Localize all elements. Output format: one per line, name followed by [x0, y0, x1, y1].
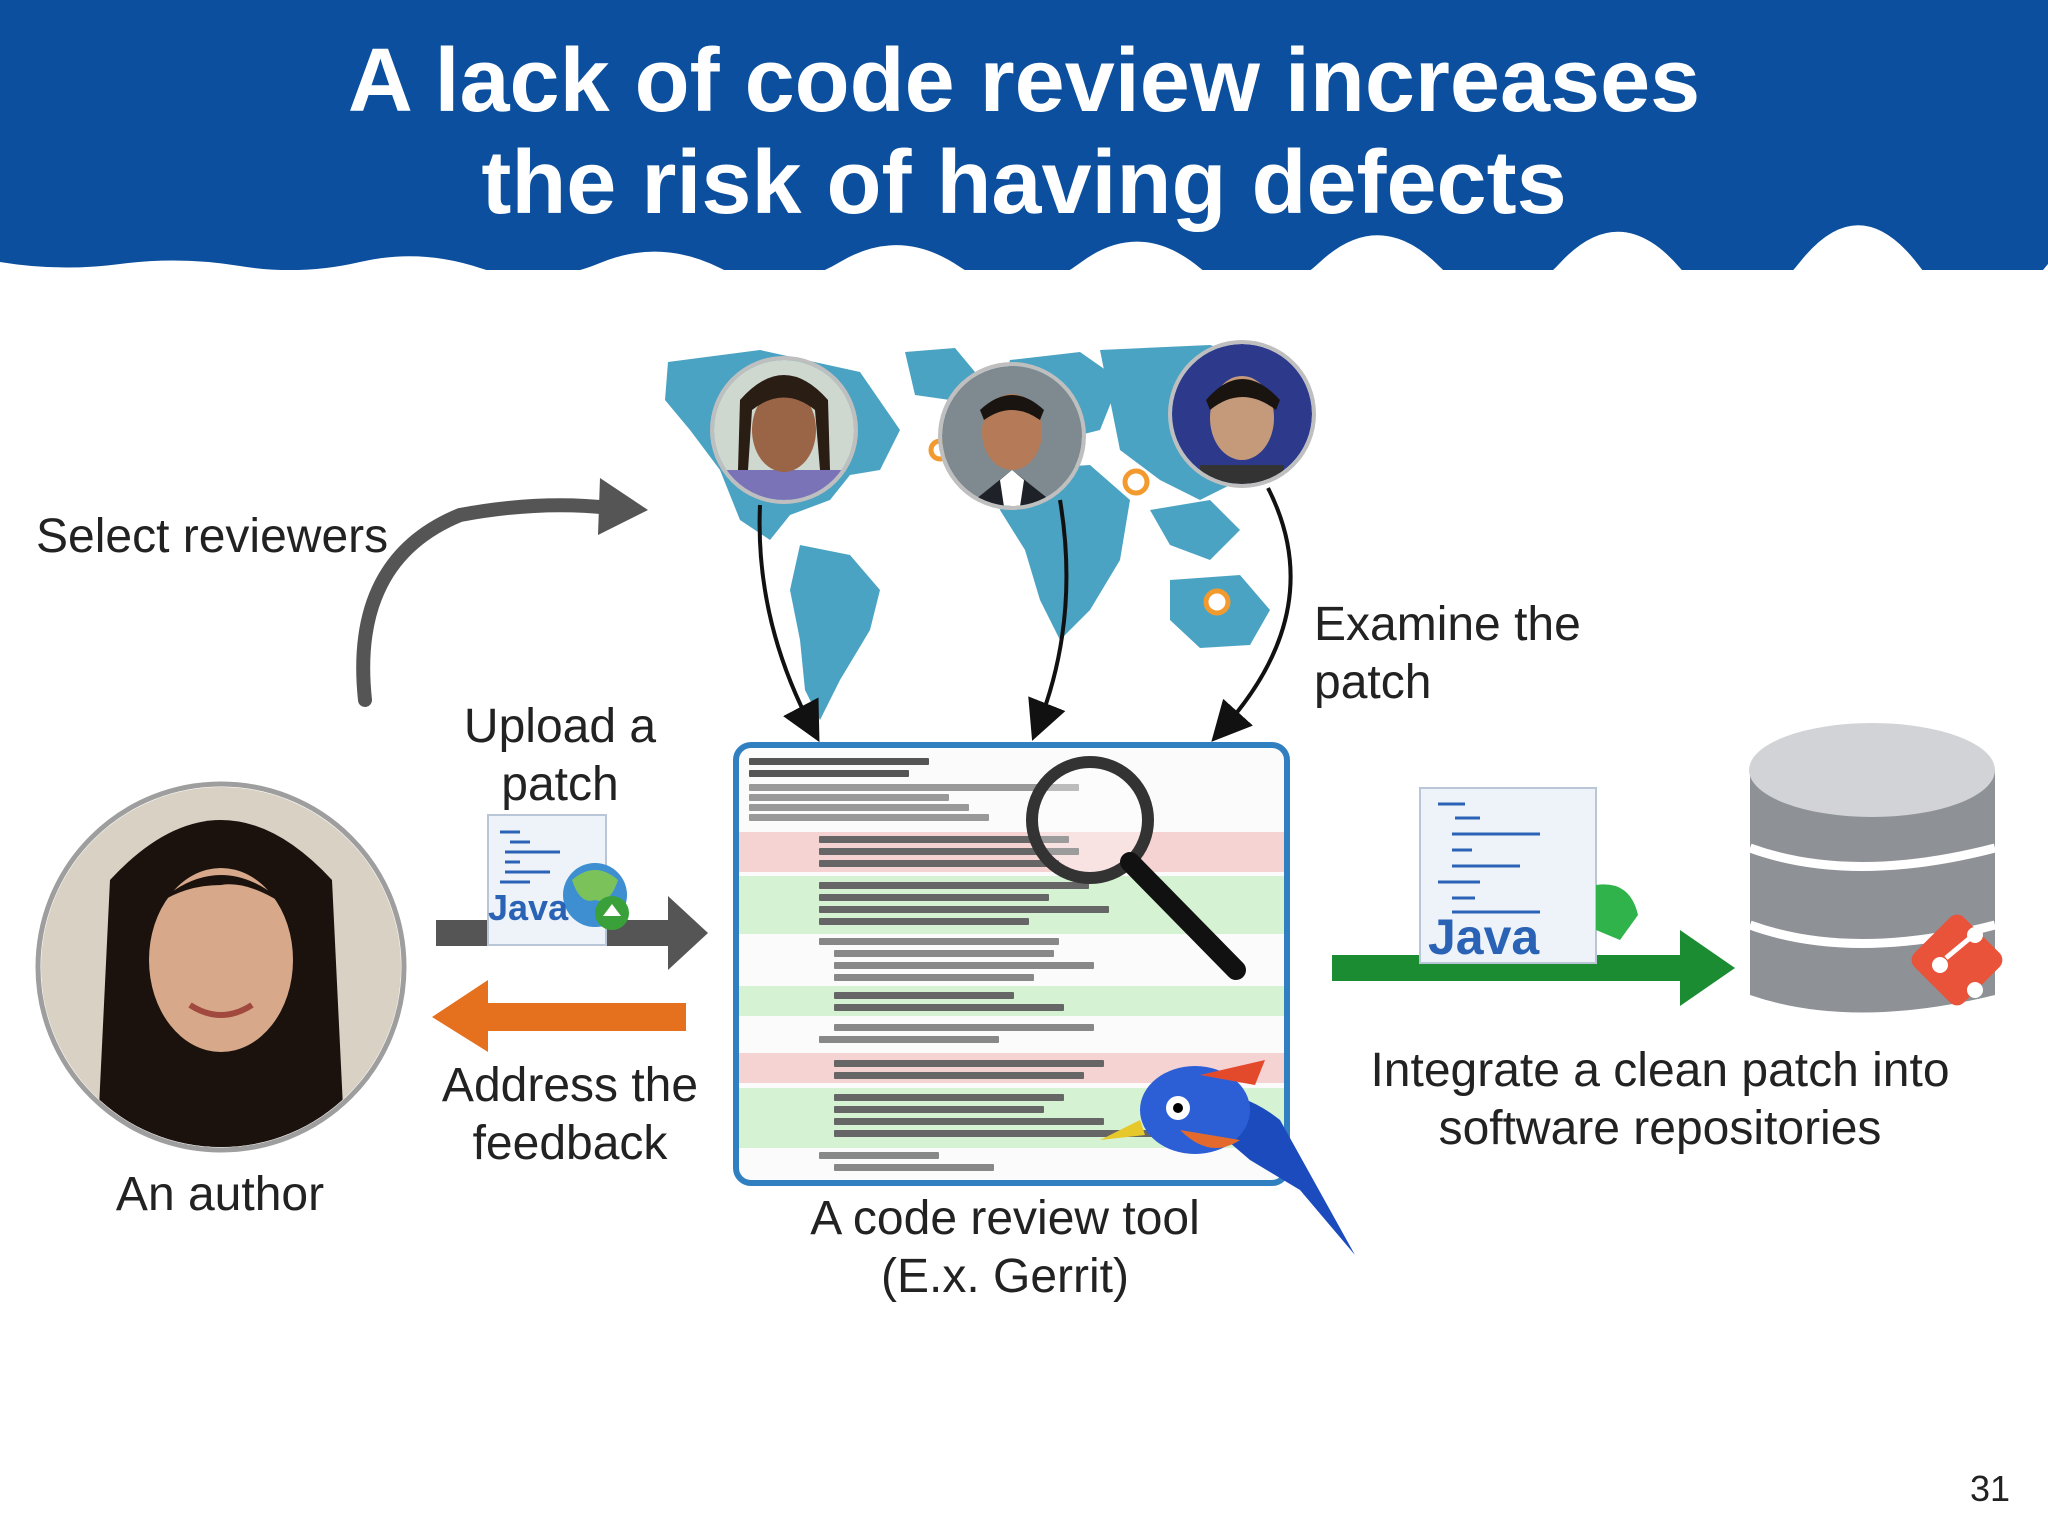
code-review-tool-label: A code review tool (E.x. Gerrit) — [760, 1190, 1250, 1306]
integrate-label: Integrate a clean patch into software re… — [1340, 1042, 1980, 1158]
reviewer-3-portrait — [1172, 344, 1312, 484]
select-reviewers-arrow — [356, 498, 617, 707]
author-portrait — [41, 787, 401, 1147]
gerrit-bird-icon — [1100, 1060, 1355, 1255]
author-label: An author — [115, 1168, 325, 1221]
title-line-2: the risk of having defects — [481, 133, 1567, 233]
upload-patch-line-2: patch — [501, 758, 619, 811]
map-south-america — [790, 545, 880, 720]
address-feedback-line-1: Address the — [441, 1059, 699, 1112]
integrate-arrow-head — [1680, 930, 1735, 1006]
feedback-arrow-body — [478, 1003, 686, 1031]
title-banner: A lack of code review increases the risk… — [0, 0, 2048, 270]
integrate-line-2: software repositories — [1438, 1102, 1882, 1155]
integrate-java-text: Java — [1428, 909, 1540, 965]
reviewer-1-portrait — [714, 360, 854, 500]
upload-patch-line-1: Upload a — [463, 700, 657, 753]
code-review-tool-line-1: A code review tool — [810, 1192, 1200, 1245]
code-review-tool-line-2: (E.x. Gerrit) — [881, 1250, 1129, 1303]
code-review-tool-screenshot — [733, 742, 1290, 1186]
git-icon — [1911, 914, 2003, 1006]
banner-torn-edge — [0, 225, 2048, 300]
upload-patch-label: Upload a patch — [440, 698, 680, 814]
reviewer-3-arrow — [1211, 487, 1293, 742]
reviewer-2-arrow — [1028, 499, 1069, 741]
map-southeast-asia — [1150, 500, 1240, 560]
reviewer-2-portrait — [942, 366, 1082, 506]
slide-number: 31 — [1969, 1468, 2010, 1509]
upload-java-text: Java — [488, 887, 569, 928]
select-reviewers-label: Select reviewers — [36, 510, 389, 563]
title-line-1: A lack of code review increases — [347, 31, 1701, 131]
magnifier-icon — [1026, 756, 1246, 980]
map-pin-asia — [1122, 468, 1150, 496]
feedback-arrow-head — [432, 980, 488, 1052]
upload-arrow-head — [668, 896, 708, 970]
integrate-line-1: Integrate a clean patch into — [1370, 1044, 1950, 1097]
address-feedback-line-2: feedback — [472, 1117, 668, 1170]
examine-patch-label: Examine the patch — [1314, 598, 1581, 709]
map-pin-australia — [1203, 588, 1231, 616]
slide-title: A lack of code review increases the risk… — [0, 30, 2048, 234]
reviewer-1-arrow — [757, 504, 820, 743]
address-feedback-label: Address the feedback — [420, 1057, 720, 1173]
